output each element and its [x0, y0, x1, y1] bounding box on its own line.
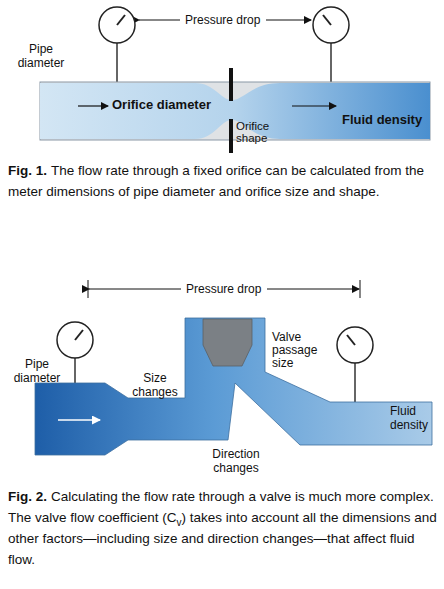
part-label: Direction changes: [205, 447, 267, 475]
gauge-stem: [330, 43, 332, 82]
part-label: Fluid density: [390, 404, 436, 432]
figure-number: Fig. 2.: [8, 489, 47, 504]
part-label: Pipe diameter: [8, 357, 66, 385]
dimension-line: [266, 20, 311, 21]
orifice-meter: [40, 7, 430, 153]
part-label: Valve passage size: [272, 331, 324, 370]
valve-plug: [203, 319, 252, 366]
dimension-label: Pressure drop: [185, 13, 260, 27]
flow-arrow: [292, 105, 336, 106]
pressure-gauge: [99, 7, 135, 43]
part-label: Pipe diameter: [12, 42, 70, 70]
pressure-gauge: [337, 327, 373, 363]
gauge-stem: [116, 43, 118, 82]
part-label: Orifice shape: [236, 120, 280, 144]
valve: [35, 280, 432, 455]
part-label: Orifice diameter: [112, 98, 211, 112]
gauge-needle: [75, 330, 83, 340]
dimension-tick: [88, 280, 89, 298]
valve-body: [35, 318, 432, 455]
dimension-label: Pressure drop: [186, 282, 261, 296]
figure-caption: Fig. 2.Calculating the flow rate through…: [8, 486, 440, 570]
subscript: v: [177, 517, 182, 528]
figure-number: Fig. 1.: [8, 163, 47, 178]
part-label: Fluid density: [342, 113, 422, 127]
gauge-stem: [74, 358, 76, 383]
fluid-flow: [40, 83, 430, 139]
flow-arrow: [58, 419, 100, 421]
orifice-plate: [229, 68, 233, 101]
gauge-needle: [117, 15, 125, 25]
pressure-gauge: [57, 322, 93, 358]
flow-arrow: [78, 105, 108, 106]
figure-caption: Fig. 1.The flow rate through a fixed ori…: [8, 160, 440, 202]
dimension-tick: [360, 280, 361, 298]
pressure-gauge: [313, 7, 349, 43]
dimension-line: [267, 289, 359, 290]
caption-text: The flow rate through a fixed orifice ca…: [8, 163, 424, 199]
dimension-line: [139, 20, 180, 21]
part-label: Size changes: [128, 371, 182, 399]
gauge-stem: [354, 363, 356, 402]
gauge-needle: [323, 15, 331, 25]
dimension-line: [89, 289, 181, 290]
pipe: [40, 82, 430, 140]
gauge-needle: [347, 335, 355, 345]
orifice-plate: [229, 119, 233, 153]
